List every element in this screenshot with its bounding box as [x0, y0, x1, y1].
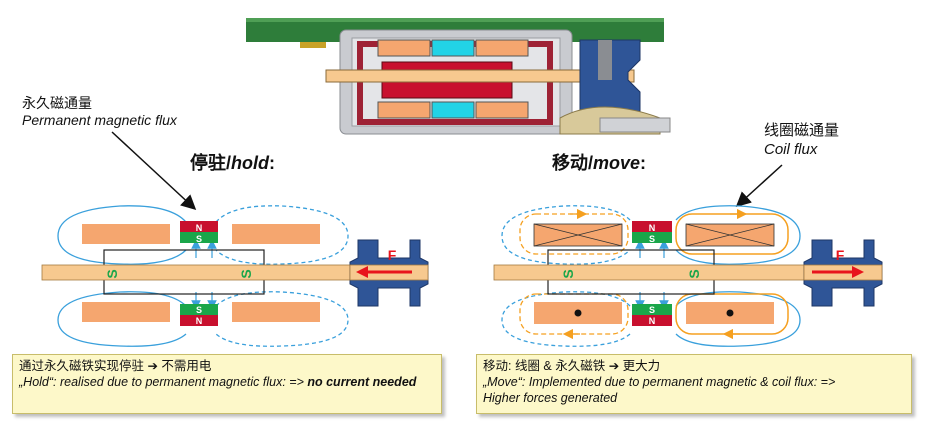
- coil: [82, 224, 170, 244]
- pole-label: S: [196, 305, 202, 315]
- perm-flux-label: 永久磁通量 Permanent magnetic flux: [22, 95, 177, 129]
- coil: [232, 224, 320, 244]
- pole-label: N: [196, 223, 203, 233]
- coil: [232, 302, 320, 322]
- coil-flux-en: Coil flux: [764, 141, 818, 158]
- magnet-top-n: [632, 221, 672, 232]
- force-label: F: [388, 247, 397, 263]
- pole-label: N: [649, 223, 656, 233]
- magnet-bot-n: [180, 315, 218, 326]
- move-title: 移动/move:: [552, 153, 647, 173]
- magnet-top-s: [632, 232, 672, 243]
- pole-label: N: [196, 316, 203, 326]
- perm-flux-en: Permanent magnetic flux: [22, 112, 177, 128]
- shaft-pole: S: [560, 269, 576, 278]
- hold-note-en: „Hold“: realised due to permanent magnet…: [19, 375, 417, 389]
- hold-note: 通过永久磁铁实现停驻 ➔ 不需用电 „Hold“: realised due t…: [12, 354, 442, 414]
- shaft-pole: S: [686, 269, 702, 278]
- move-note-en-2: Higher forces generated: [483, 391, 618, 405]
- magnet-bot-n: [632, 315, 672, 326]
- pole-label: S: [649, 305, 655, 315]
- magnet-top-s: [180, 232, 218, 243]
- perm-flux-cn: 永久磁通量: [22, 95, 92, 111]
- move-note-en-1: „Move“: Implemented due to permanent mag…: [483, 375, 836, 389]
- move-note-cn: 移动: 线圈 & 永久磁铁 ➔ 更大力: [483, 359, 661, 373]
- pole-label: S: [196, 234, 202, 244]
- hold-title: 停驻/hold:: [190, 153, 276, 173]
- magnet-bot-s: [632, 304, 672, 315]
- shaft-pole: S: [104, 269, 120, 278]
- hold-note-cn: 通过永久磁铁实现停驻 ➔ 不需用电: [19, 359, 212, 373]
- magnet-bot-s: [180, 304, 218, 315]
- magnet-top-n: [180, 221, 218, 232]
- top-shaft: [325, 69, 635, 83]
- shaft-pole: S: [238, 269, 254, 278]
- coil-flux-cn: 线圈磁通量: [764, 122, 840, 139]
- pole-label: N: [649, 316, 656, 326]
- coil-flux-label: 线圈磁通量 Coil flux: [764, 121, 839, 159]
- force-label: F: [836, 247, 845, 263]
- move-note: 移动: 线圈 & 永久磁铁 ➔ 更大力 „Move“: Implemented …: [476, 354, 912, 414]
- pole-label: S: [649, 234, 655, 244]
- coil: [82, 302, 170, 322]
